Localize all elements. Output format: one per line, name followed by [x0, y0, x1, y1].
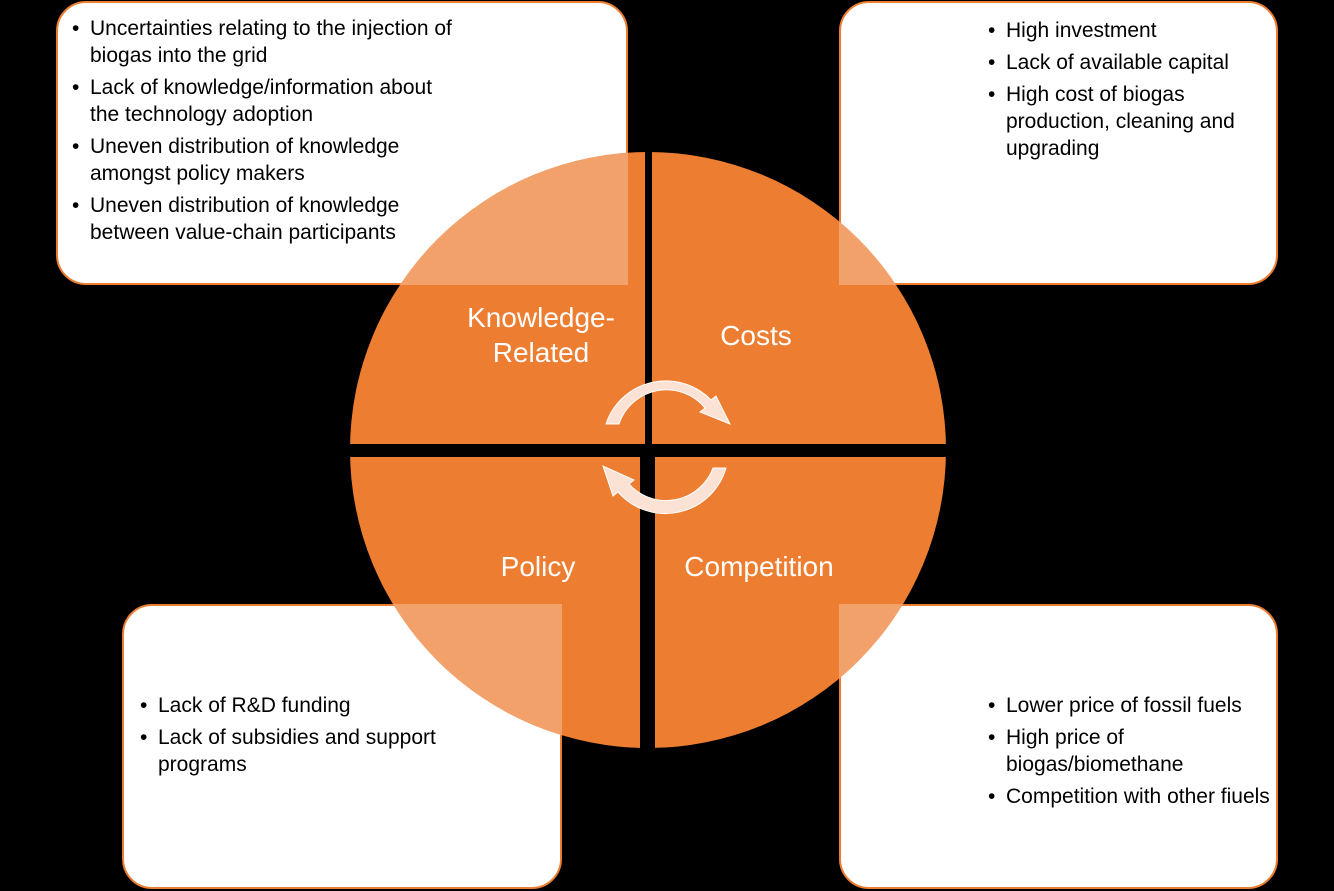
competition-quadrant-label: Competition [684, 551, 834, 582]
list-item: Lack of R&D funding [140, 692, 440, 719]
costs-barriers-list: High investment Lack of available capita… [988, 17, 1273, 167]
costs-quadrant-label: Costs [720, 320, 792, 351]
cycle-arrow-bottom-icon [602, 465, 727, 515]
knowledge-label-line1: Knowledge- [467, 302, 615, 333]
knowledge-barriers-list: Uncertainties relating to the injection … [72, 15, 452, 251]
cycle-arrow-top-icon [605, 380, 732, 425]
knowledge-quadrant-label: Knowledge- Related [441, 300, 641, 370]
list-item: Lack of subsidies and support programs [140, 724, 440, 778]
competition-barriers-list: Lower price of fossil fuels High price o… [988, 692, 1273, 815]
list-item: Competition with other fiuels [988, 783, 1273, 810]
policy-quadrant-label: Policy [500, 551, 576, 582]
list-item: Lack of available capital [988, 49, 1273, 76]
list-item: Uncertainties relating to the injection … [72, 15, 452, 69]
list-item: High investment [988, 17, 1273, 44]
list-item: Lower price of fossil fuels [988, 692, 1273, 719]
list-item: Lack of knowledge/information about the … [72, 74, 452, 128]
list-item: Uneven distribution of knowledge amongst… [72, 133, 452, 187]
list-item: High price of biogas/biomethane [988, 724, 1273, 778]
policy-barriers-list: Lack of R&D funding Lack of subsidies an… [140, 692, 440, 783]
knowledge-label-line2: Related [492, 337, 590, 368]
list-item: High cost of biogas production, cleaning… [988, 81, 1273, 162]
list-item: Uneven distribution of knowledge between… [72, 192, 452, 246]
